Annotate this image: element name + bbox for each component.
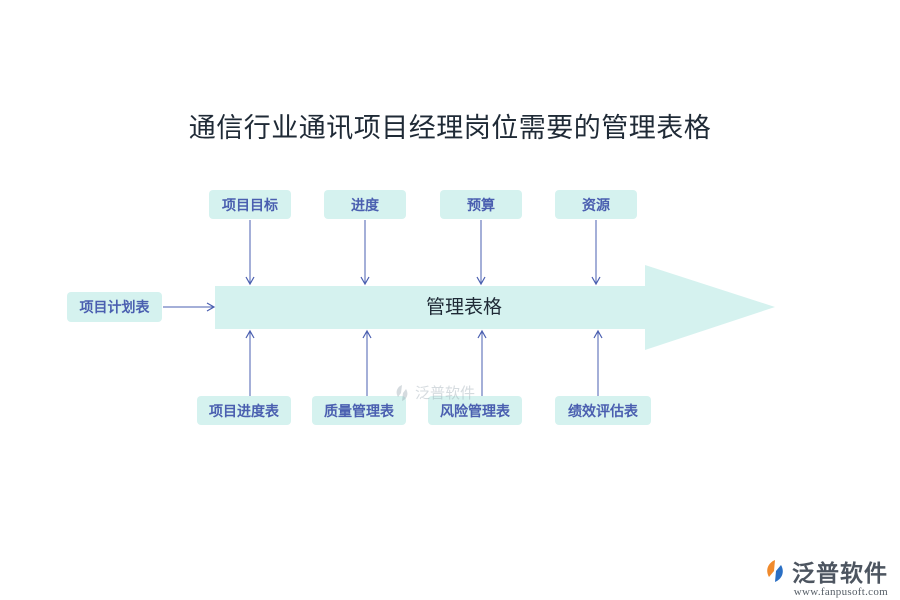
brand-url: www.fanpusoft.com bbox=[793, 586, 888, 598]
watermark-text: 泛普软件 bbox=[415, 384, 476, 402]
top-box-2: 进度 bbox=[324, 190, 406, 219]
main-arrow-label: 管理表格 bbox=[425, 296, 502, 318]
brand-logo: 泛普软件 www.fanpusoft.com bbox=[762, 554, 888, 598]
bottom-box-4: 绩效评估表 bbox=[555, 396, 651, 425]
bottom-box-2: 质量管理表 bbox=[312, 396, 406, 425]
brand-name: 泛普软件 bbox=[792, 561, 888, 587]
top-box-3: 预算 bbox=[440, 190, 522, 219]
top-box-4: 资源 bbox=[555, 190, 637, 219]
bottom-box-3: 风险管理表 bbox=[428, 396, 522, 425]
brand-logo-icon bbox=[767, 560, 783, 582]
top-box-1: 项目目标 bbox=[209, 190, 291, 219]
watermark: 泛普软件 bbox=[392, 382, 475, 403]
bottom-box-1: 项目进度表 bbox=[197, 396, 291, 425]
main-arrow bbox=[215, 265, 775, 350]
page-title: 通信行业通讯项目经理岗位需要的管理表格 bbox=[188, 113, 712, 144]
watermark-logo-icon bbox=[396, 384, 408, 401]
input-box-plan: 项目计划表 bbox=[67, 292, 162, 322]
